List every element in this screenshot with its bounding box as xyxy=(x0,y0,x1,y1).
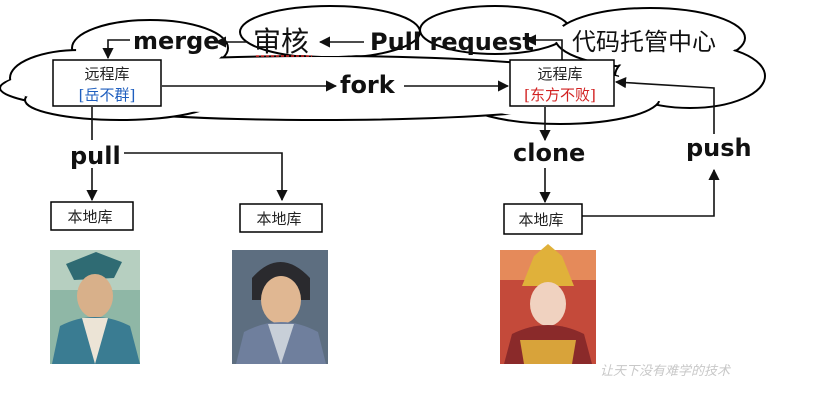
review-label: 审核 xyxy=(253,25,309,58)
push-label: push xyxy=(686,134,752,162)
portrait-yue-buqun xyxy=(50,250,140,364)
local-repo-3 xyxy=(503,203,583,235)
clone-label: clone xyxy=(513,139,585,167)
merge-label: merge xyxy=(133,27,220,55)
local-repo-2 xyxy=(239,203,323,233)
arrow-push-to-remote xyxy=(614,77,715,134)
remote-repo-right xyxy=(509,59,615,107)
arrow-pull-to-local-2 xyxy=(124,152,288,202)
arrow-merge-to-remote xyxy=(102,39,130,60)
arrow-local-to-push xyxy=(580,168,720,217)
arrow-remote-to-pr xyxy=(524,34,563,60)
local-repo-1-title: 本地库 xyxy=(67,208,112,226)
pull-request-label: Pull request xyxy=(370,28,534,56)
local-repo-1 xyxy=(50,201,134,231)
remote-repo-left-title: 远程库 xyxy=(84,65,129,83)
remote-repo-right-owner: [东方不败] xyxy=(524,86,596,104)
remote-repo-left xyxy=(52,59,162,107)
hosting-center-label: 代码托管中心 xyxy=(572,28,716,56)
fork-label: fork xyxy=(340,71,396,99)
local-repo-3-title: 本地库 xyxy=(518,211,563,229)
local-repo-2-title: 本地库 xyxy=(256,210,301,228)
watermark: 让天下没有难学的技术 xyxy=(600,363,731,379)
pull-label: pull xyxy=(70,142,121,170)
remote-repo-left-owner: [岳不群] xyxy=(79,86,136,104)
remote-repo-right-title: 远程库 xyxy=(537,65,582,83)
portrait-dongfang-bubai xyxy=(500,244,596,364)
portrait-linghu-chong xyxy=(232,250,328,364)
